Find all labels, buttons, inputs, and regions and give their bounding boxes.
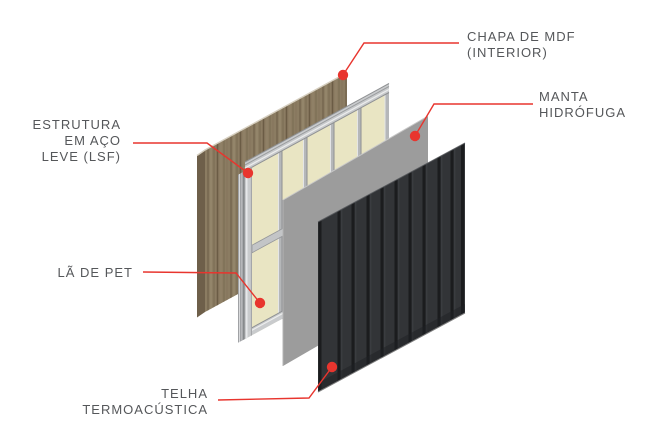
label-chapa-mdf: CHAPA DE MDF (INTERIOR) [467, 29, 576, 60]
callout-line-manta [414, 103, 533, 137]
label-manta-hidrofuga: MANTA HIDRÓFUGA [539, 89, 626, 120]
steel-corner-stud [238, 167, 252, 343]
callout-line-telha [217, 366, 333, 401]
callout-dot-estrutura [242, 167, 254, 179]
callout-dot-la-pet [254, 297, 266, 309]
callout-line-la-pet [142, 271, 261, 304]
mdf-panel-top-edge [196, 71, 348, 157]
label-estrutura-lsf: ESTRUTURA EM AÇO LEVE (LSF) [32, 117, 121, 164]
callout-dot-manta [409, 130, 421, 142]
callout-dot-telha [326, 361, 338, 373]
mdf-panel-side-face [197, 150, 205, 318]
callout-line-estrutura [133, 142, 249, 174]
callout-line-mdf [342, 42, 459, 76]
label-la-de-pet: LÃ DE PET [57, 265, 133, 280]
callout-dot-mdf [337, 69, 349, 81]
label-telha-termoacustica: TELHA TERMOACÚSTICA [82, 386, 208, 417]
callouts [133, 42, 533, 401]
steel-top-rail [244, 83, 390, 172]
